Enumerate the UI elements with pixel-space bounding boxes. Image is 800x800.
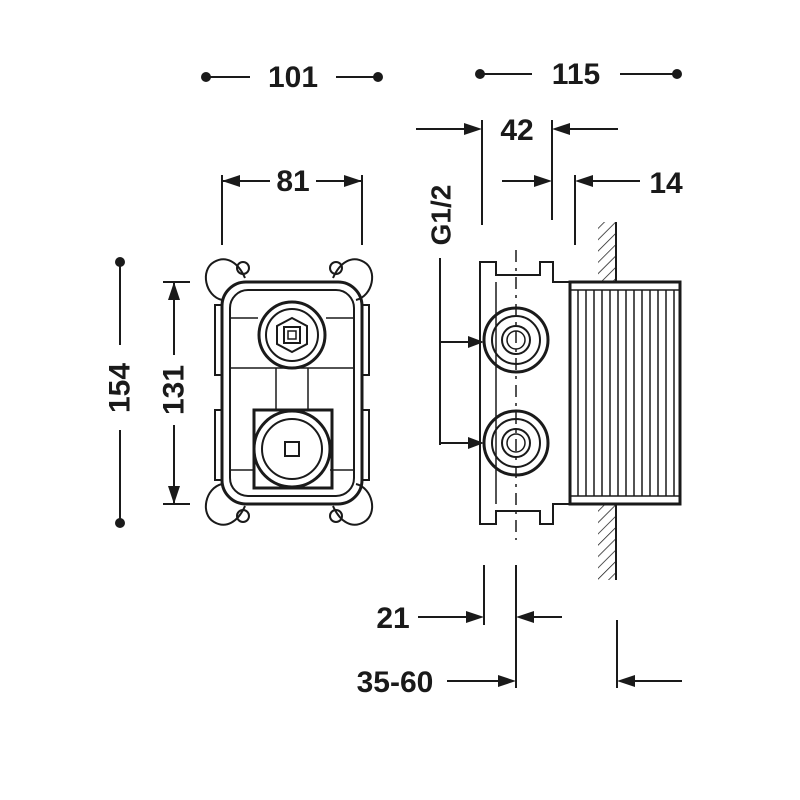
dim-154-label: 154: [104, 363, 137, 413]
lower-valve: [252, 408, 334, 490]
mounting-ear-top-left: [204, 258, 250, 301]
dim-131-label: 131: [158, 365, 191, 415]
dim-42-label: 42: [500, 114, 533, 147]
dim-115-label: 115: [552, 58, 600, 91]
dim-154-lines: [115, 257, 125, 528]
outlet-upper: [482, 306, 550, 374]
side-tab-right-bottom: [361, 409, 370, 481]
dim-81-lines: [221, 175, 363, 245]
mounting-ear-bottom-right: [329, 483, 374, 526]
side-plate: [479, 261, 571, 525]
dim-35-60-lines: [447, 620, 682, 688]
dim-131-lines: [163, 281, 190, 505]
side-tab-right-top: [361, 304, 370, 376]
side-tab-left-top: [214, 304, 223, 376]
dim-35-60-label: 35-60: [357, 666, 434, 699]
thread-spec-label: G1/2: [426, 185, 457, 246]
dim-14-lines: [502, 175, 640, 245]
side-tab-left-bottom: [214, 409, 223, 481]
thread-leader: [439, 258, 484, 449]
housing-outer: [220, 280, 364, 506]
upper-valve: [257, 300, 327, 370]
dim-101-lines: [201, 72, 383, 82]
dim-101-label: 101: [268, 61, 318, 94]
dim-115-lines: [475, 69, 682, 79]
dim-42-lines: [416, 120, 618, 225]
housing-inner: [229, 289, 355, 497]
mounting-ear-top-right: [329, 258, 374, 301]
wall-section: [598, 222, 617, 580]
dim-14-label: 14: [649, 167, 683, 200]
dim-21-lines: [418, 565, 562, 688]
side-view: [439, 222, 682, 580]
front-view: [204, 258, 374, 526]
threaded-body: [568, 280, 682, 506]
dim-81-label: 81: [276, 165, 309, 198]
dim-21-label: 21: [376, 602, 409, 635]
mounting-ear-bottom-left: [204, 483, 250, 526]
